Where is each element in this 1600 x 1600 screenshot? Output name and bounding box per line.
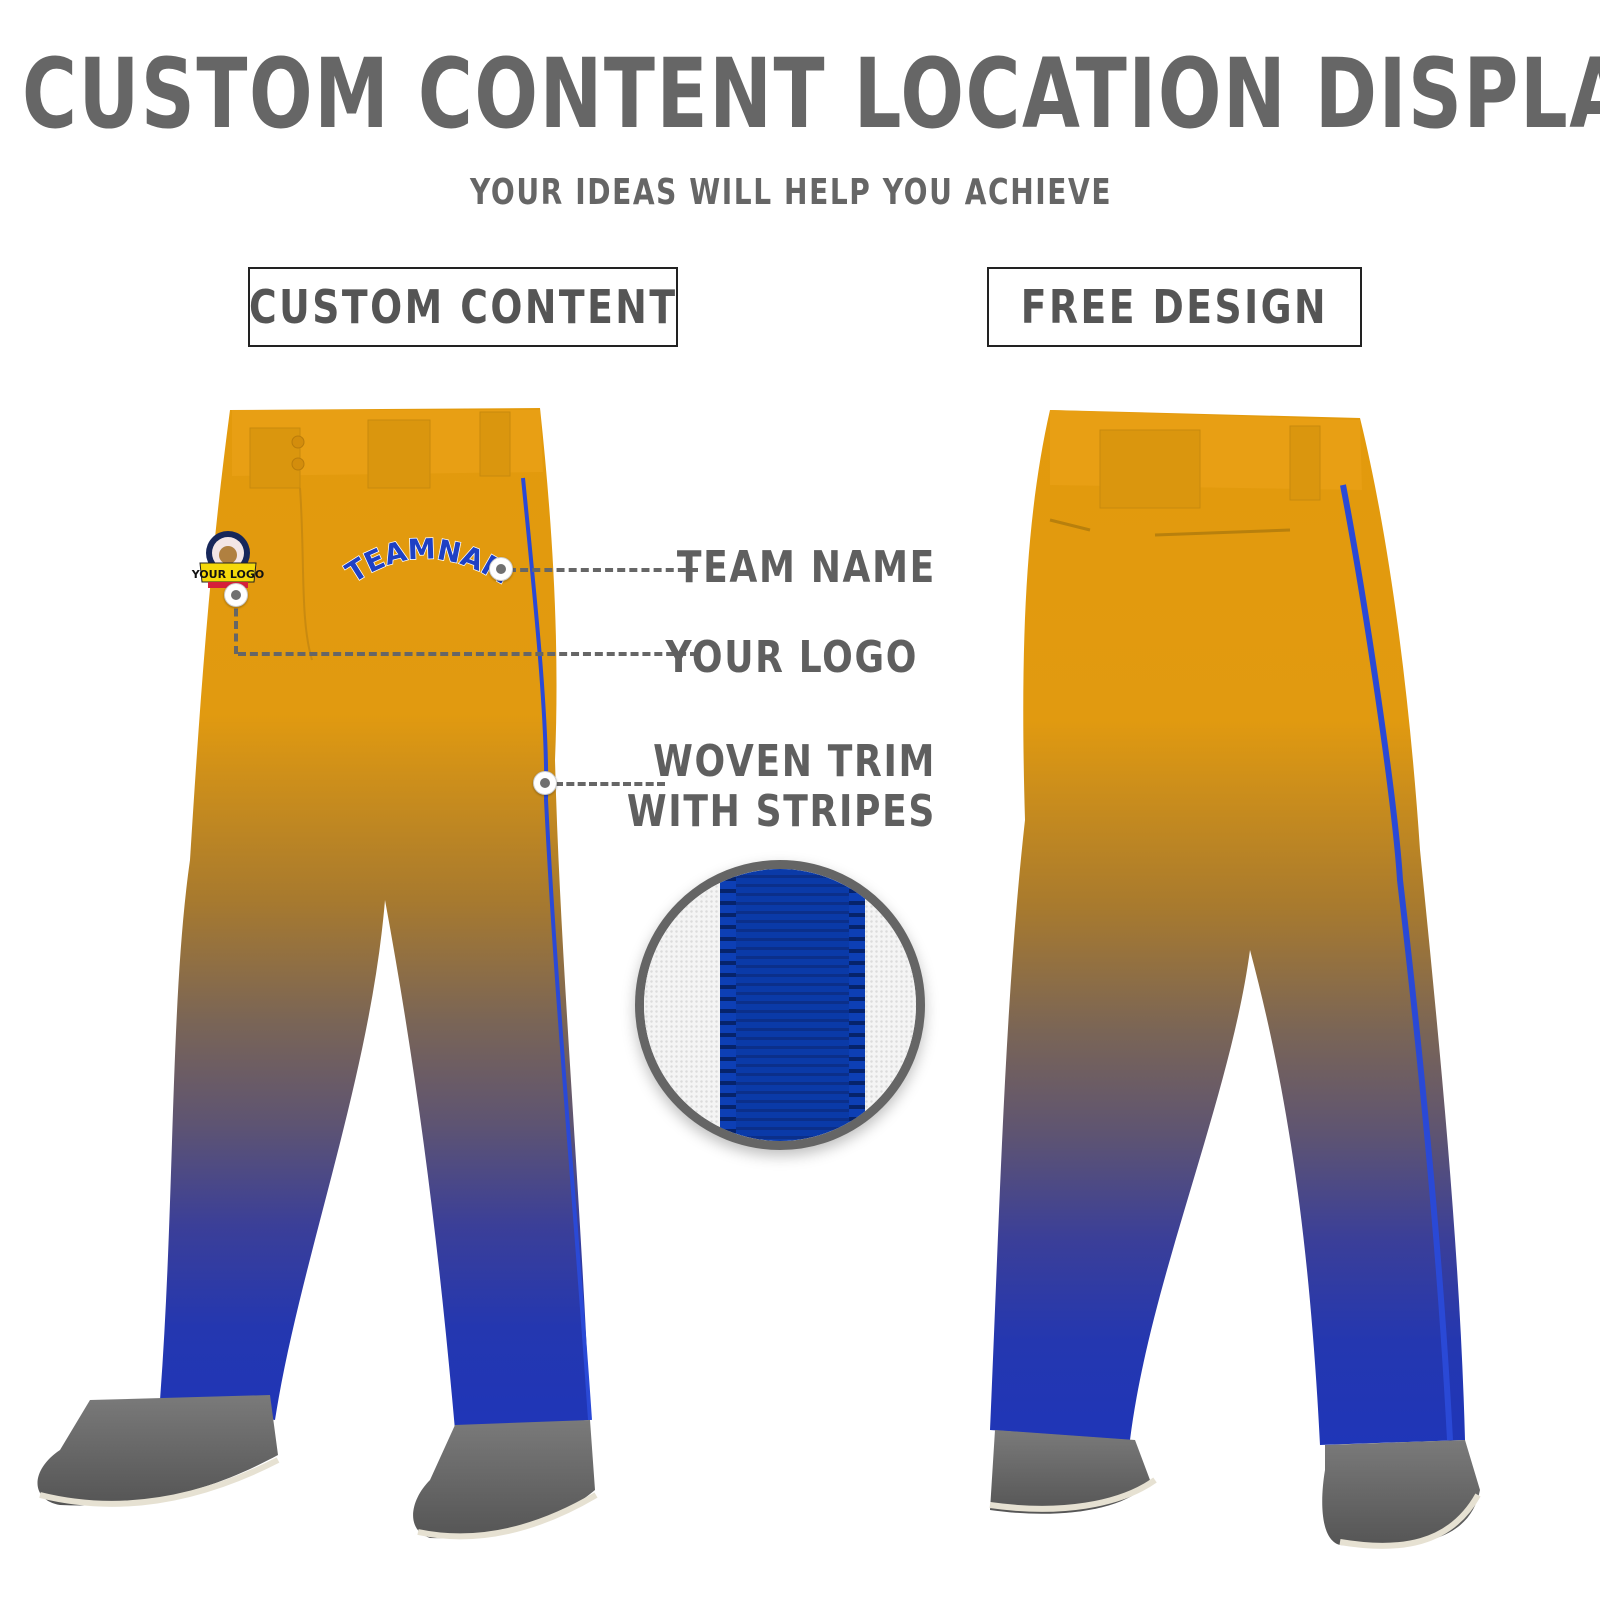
custom-content-box: CUSTOM CONTENT (248, 267, 678, 347)
team-name-marker-icon[interactable] (489, 557, 513, 581)
woven-trim-leader-line (555, 782, 665, 786)
woven-trim-marker-icon[interactable] (533, 771, 557, 795)
your-logo-marker-icon[interactable] (224, 583, 248, 607)
callout-woven-trim-line1: WOVEN TRIM (653, 736, 936, 787)
team-name-leader-line (508, 568, 698, 572)
page-title: CUSTOM CONTENT LOCATION DISPLAY (22, 38, 1600, 150)
callout-woven-trim-line2: WITH STRIPES (626, 786, 936, 837)
free-design-box: FREE DESIGN (987, 267, 1362, 347)
free-design-label: FREE DESIGN (1020, 280, 1329, 334)
your-logo-leader-line (238, 652, 698, 656)
svg-text:YOUR LOGO: YOUR LOGO (191, 568, 265, 581)
page-subtitle: YOUR IDEAS WILL HELP YOU ACHIEVE (470, 172, 1113, 213)
callout-your-logo: YOUR LOGO (665, 632, 918, 683)
woven-trim-stripe (720, 869, 865, 1141)
your-logo-leader-vertical (234, 596, 238, 654)
your-logo-patch: YOUR LOGO (191, 531, 265, 588)
back-pants (989, 410, 1481, 1549)
custom-content-label: CUSTOM CONTENT (248, 280, 678, 334)
woven-trim-detail-magnifier (635, 860, 925, 1150)
callout-team-name: TEAM NAME (676, 542, 936, 593)
